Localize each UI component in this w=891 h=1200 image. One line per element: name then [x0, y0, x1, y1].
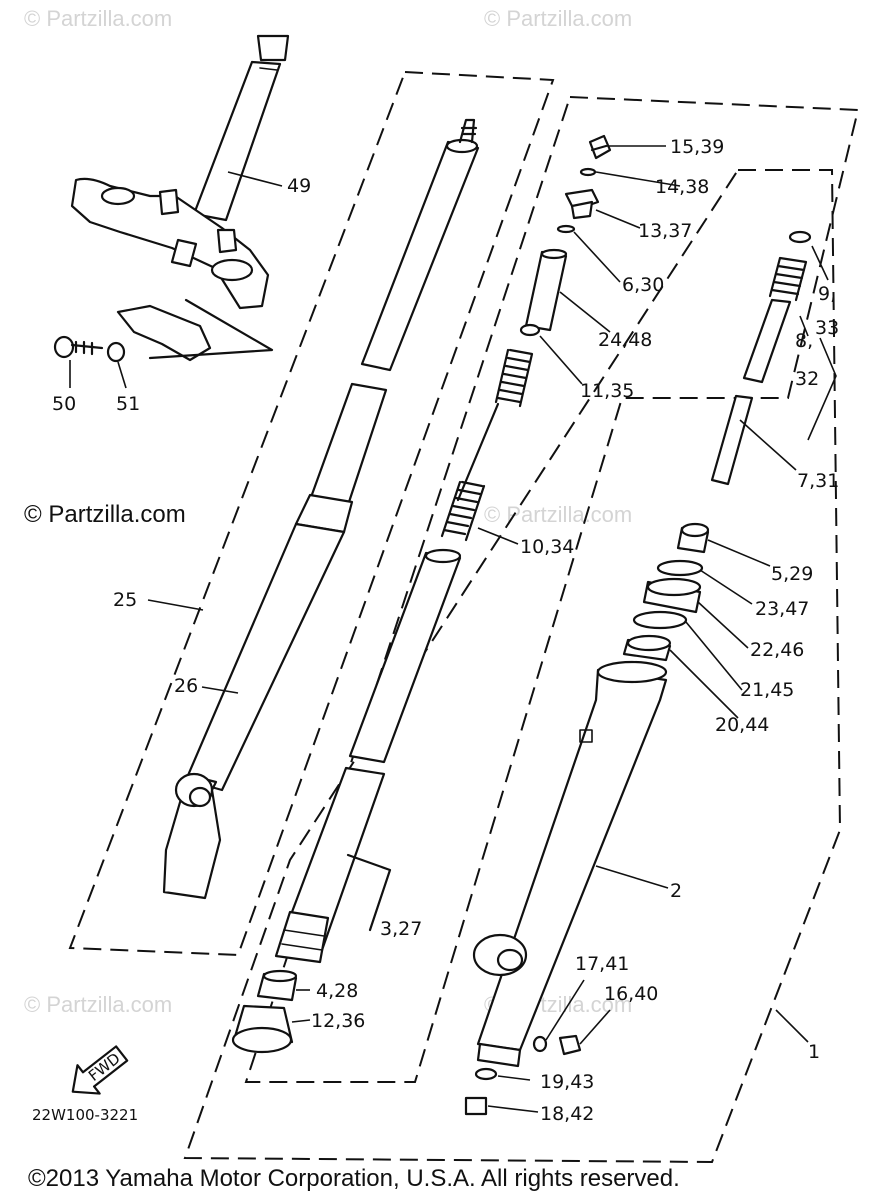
leader-lines [69, 145, 837, 1113]
label-6-30: 6,30 [622, 274, 664, 296]
label-9: 9, [818, 283, 836, 305]
slide-bushing-part [256, 969, 298, 1002]
watermark-top-left: © Partzilla.com [24, 6, 172, 31]
spring-seat-part [519, 323, 541, 337]
oil-seal-part [642, 577, 702, 614]
steering-stem-part [70, 34, 290, 310]
inner-tube-lower-part [274, 766, 392, 964]
bolt-50-part [53, 335, 104, 359]
label-2: 2 [670, 880, 682, 902]
watermark-mid-left: © Partzilla.com [24, 501, 186, 528]
label-24-48: 24,48 [598, 329, 652, 351]
group-frame-middle [244, 95, 860, 1083]
outer-tube-right-part [472, 660, 668, 1068]
label-17-41: 17,41 [575, 953, 629, 975]
label-14-38: 14,38 [655, 176, 709, 198]
label-49: 49 [287, 175, 311, 197]
gasket-17-part [532, 1035, 548, 1053]
o-ring-6-part [556, 224, 576, 234]
copyright-footer: ©2013 Yamaha Motor Corporation, U.S.A. A… [28, 1165, 680, 1192]
fwd-arrow-icon: FWD [71, 1045, 129, 1095]
label-50: 50 [52, 393, 76, 415]
fork-spring-lower-part [440, 480, 486, 542]
gasket-19-part [474, 1067, 498, 1081]
spacer-collar-part [524, 248, 568, 332]
label-33: 33 [815, 317, 839, 339]
watermark-bottom-left: © Partzilla.com [24, 992, 172, 1017]
label-15-39: 15,39 [670, 136, 724, 158]
label-23-47: 23,47 [755, 598, 809, 620]
label-16-40: 16,40 [604, 983, 658, 1005]
label-32: 32 [795, 368, 819, 390]
group-frame-left [68, 70, 555, 957]
watermark-top-right: © Partzilla.com [484, 6, 632, 31]
inner-tube-middle-part [348, 548, 462, 764]
fork-spring-upper-part [456, 348, 534, 502]
label-19-43: 19,43 [540, 1071, 594, 1093]
label-20-44: 20,44 [715, 714, 769, 736]
stem-bracket-part [116, 298, 274, 362]
label-7-31: 7,31 [797, 470, 839, 492]
cap-bolt-part [588, 134, 612, 160]
clip-23-part [656, 559, 704, 577]
damper-rod-part [710, 298, 792, 486]
label-3-27: 3,27 [380, 918, 422, 940]
group-frame-right [183, 169, 842, 1164]
inner-tube-upper-part [360, 118, 480, 372]
washer-51-part [106, 341, 126, 363]
label-25: 25 [113, 589, 137, 611]
label-8: 8, [795, 330, 813, 352]
label-13-37: 13,37 [638, 220, 692, 242]
label-21-45: 21,45 [740, 679, 794, 701]
label-51: 51 [116, 393, 140, 415]
watermark-mid-center: © Partzilla.com [484, 502, 632, 527]
label-22-46: 22,46 [750, 639, 804, 661]
label-1: 1 [808, 1041, 820, 1063]
o-ring-14-part [579, 167, 597, 177]
label-5-29: 5,29 [771, 563, 813, 585]
slide-metal-part [622, 634, 672, 662]
label-11-35: 11,35 [580, 380, 634, 402]
label-12-36: 12,36 [311, 1010, 365, 1032]
drain-bolt-16-part [558, 1034, 582, 1056]
label-4-28: 4,28 [316, 980, 358, 1002]
diagram-code: 22W100-3221 [32, 1106, 138, 1124]
label-10-34: 10,34 [520, 536, 574, 558]
oil-lock-piece-part [676, 522, 710, 554]
label-26: 26 [174, 675, 198, 697]
washer-21-part [632, 610, 688, 630]
rebound-spring-part [768, 230, 812, 302]
dust-seal-part [231, 1004, 294, 1054]
outer-tube-left-part [162, 382, 388, 900]
label-18-42: 18,42 [540, 1103, 594, 1125]
cap-nut-part [564, 188, 600, 220]
bolt-18-part [464, 1096, 488, 1116]
